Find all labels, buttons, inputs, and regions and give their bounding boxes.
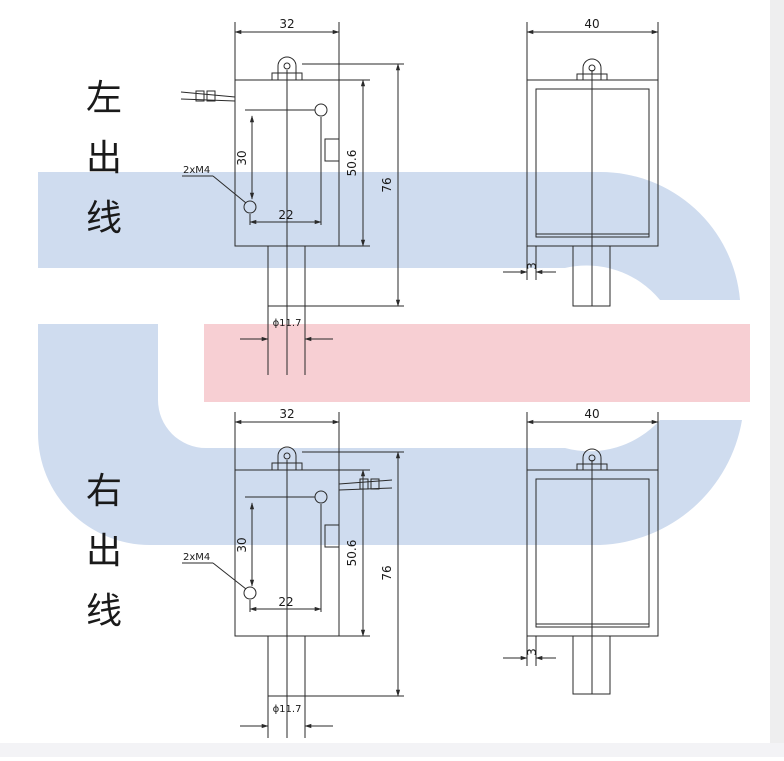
dim-holes-label: 2xM4	[183, 165, 210, 176]
dim-width: 32	[279, 407, 294, 421]
watermark-blue-top	[38, 171, 740, 300]
title-left-exit-char-3: 线	[86, 198, 122, 239]
title-right-exit-char-2: 出	[86, 531, 122, 572]
dim-total-height: 76	[380, 565, 394, 580]
mount-ear-icon	[582, 58, 602, 80]
mounting-hole	[314, 103, 328, 117]
watermark-red-bar	[204, 324, 750, 402]
watermark-logo	[38, 171, 750, 545]
dim-width: 32	[279, 17, 294, 31]
page-edge	[770, 0, 784, 757]
dim-hole-span: 30	[235, 537, 249, 552]
wire-lead-icon	[180, 90, 236, 102]
dim-hole-span: 30	[235, 150, 249, 165]
view-right-exit-front	[182, 412, 404, 738]
page-footer-strip	[0, 743, 784, 757]
dim-offset: 3	[525, 648, 539, 656]
mount-ear-icon	[277, 56, 297, 80]
view-left-exit-side	[503, 22, 659, 307]
dim-shaft-dia: ϕ11.7	[273, 704, 302, 715]
dim-body-height: 50.6	[345, 540, 359, 567]
mount-ear-icon	[277, 446, 297, 470]
dim-pitch: 22	[278, 208, 293, 222]
dim-body-height: 50.6	[345, 150, 359, 177]
dim-pitch: 22	[278, 595, 293, 609]
mounting-hole	[243, 586, 257, 600]
dim-width: 40	[584, 17, 599, 31]
view-left-exit-front	[180, 22, 404, 375]
dim-offset: 3	[525, 262, 539, 270]
mount-ear-icon	[582, 448, 602, 470]
dim-total-height: 76	[380, 177, 394, 192]
title-left-exit-char-2: 出	[86, 138, 122, 179]
mounting-hole	[243, 200, 257, 214]
dim-holes-label: 2xM4	[183, 552, 210, 563]
dim-width: 40	[584, 407, 599, 421]
title-right-exit-char-3: 线	[86, 591, 122, 632]
wire-lead-icon	[338, 478, 393, 491]
dim-shaft-dia: ϕ11.7	[273, 318, 302, 329]
view-right-exit-side	[503, 412, 659, 695]
title-right-exit-char-1: 右	[86, 471, 122, 512]
title-left-exit-char-1: 左	[86, 78, 122, 119]
watermark-blue-bottom	[38, 324, 742, 545]
